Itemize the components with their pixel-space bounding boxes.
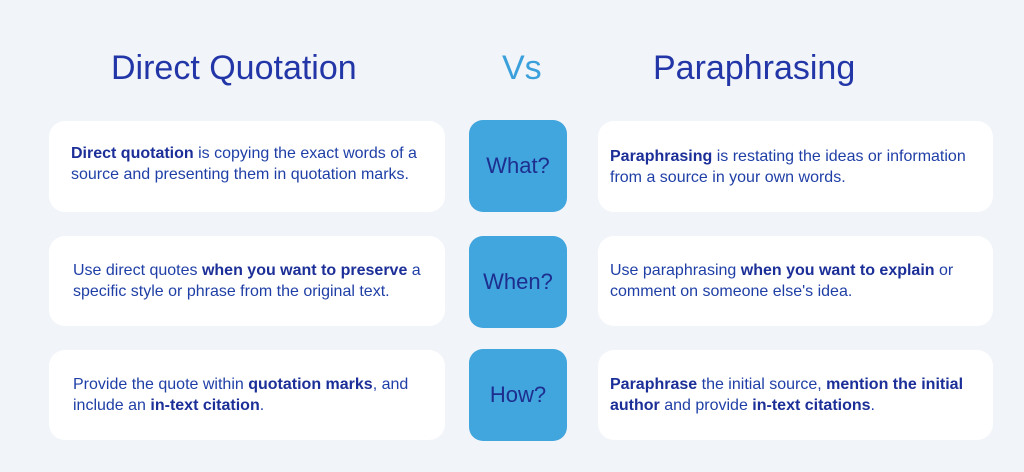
emphasis-text: Direct quotation xyxy=(71,144,194,162)
paraphrasing-how-text: Paraphrase the initial source, mention t… xyxy=(610,374,977,416)
emphasis-text: in-text citations xyxy=(752,397,871,414)
body-text: . xyxy=(259,397,265,414)
paraphrasing-how-card: Paraphrase the initial source, mention t… xyxy=(598,350,993,440)
vs-heading: Vs xyxy=(502,49,542,87)
paraphrasing-when-card: Use paraphrasing when you want to explai… xyxy=(598,236,993,326)
body-text: Use direct quotes xyxy=(73,262,202,279)
direct-quotation-when-card: Use direct quotes when you want to prese… xyxy=(49,236,445,326)
direct-quotation-what-text: Direct quotation is copying the exact wo… xyxy=(71,143,429,185)
when-question-label: When? xyxy=(483,269,553,294)
body-text: . xyxy=(870,397,875,414)
what-question-label: What? xyxy=(486,153,550,178)
body-text: Provide the quote within xyxy=(73,376,249,393)
paraphrasing-heading: Paraphrasing xyxy=(653,49,856,87)
body-text: and provide xyxy=(659,397,753,414)
body-text: or comment on someone else's idea. xyxy=(610,262,954,300)
how-question-label: How? xyxy=(489,382,547,407)
emphasis-text: Paraphrasing xyxy=(610,147,713,165)
body-text: the initial source, xyxy=(697,376,827,393)
direct-quotation-how-card: Provide the quote within quotation marks… xyxy=(49,350,445,440)
emphasis-text: Paraphrase xyxy=(610,376,698,393)
emphasis-text: in-text citation xyxy=(150,397,260,414)
direct-quotation-how-text: Provide the quote within quotation marks… xyxy=(73,374,429,416)
body-text: is copying the exact words of a source a… xyxy=(71,144,417,183)
emphasis-text: when you want to preserve xyxy=(201,262,408,279)
paraphrasing-what-card: Paraphrasing is restating the ideas or i… xyxy=(598,121,993,212)
how-question-pill: How? xyxy=(469,349,567,441)
direct-quotation-heading: Direct Quotation xyxy=(111,49,357,87)
what-question-pill: What? xyxy=(469,120,567,212)
direct-quotation-when-text: Use direct quotes when you want to prese… xyxy=(73,260,429,302)
paraphrasing-when-text: Use paraphrasing when you want to explai… xyxy=(610,260,977,302)
body-text: is restating the ideas or information fr… xyxy=(610,147,966,186)
direct-quotation-what-card: Direct quotation is copying the exact wo… xyxy=(49,121,445,212)
emphasis-text: quotation marks xyxy=(248,376,373,393)
paraphrasing-what-text: Paraphrasing is restating the ideas or i… xyxy=(610,146,977,188)
when-question-pill: When? xyxy=(469,236,567,328)
emphasis-text: mention the initial author xyxy=(610,376,964,414)
body-text: Use paraphrasing xyxy=(610,262,741,279)
body-text: , and include an xyxy=(73,376,409,414)
body-text: a specific style or phrase from the orig… xyxy=(73,262,421,300)
emphasis-text: when you want to explain xyxy=(740,262,935,279)
